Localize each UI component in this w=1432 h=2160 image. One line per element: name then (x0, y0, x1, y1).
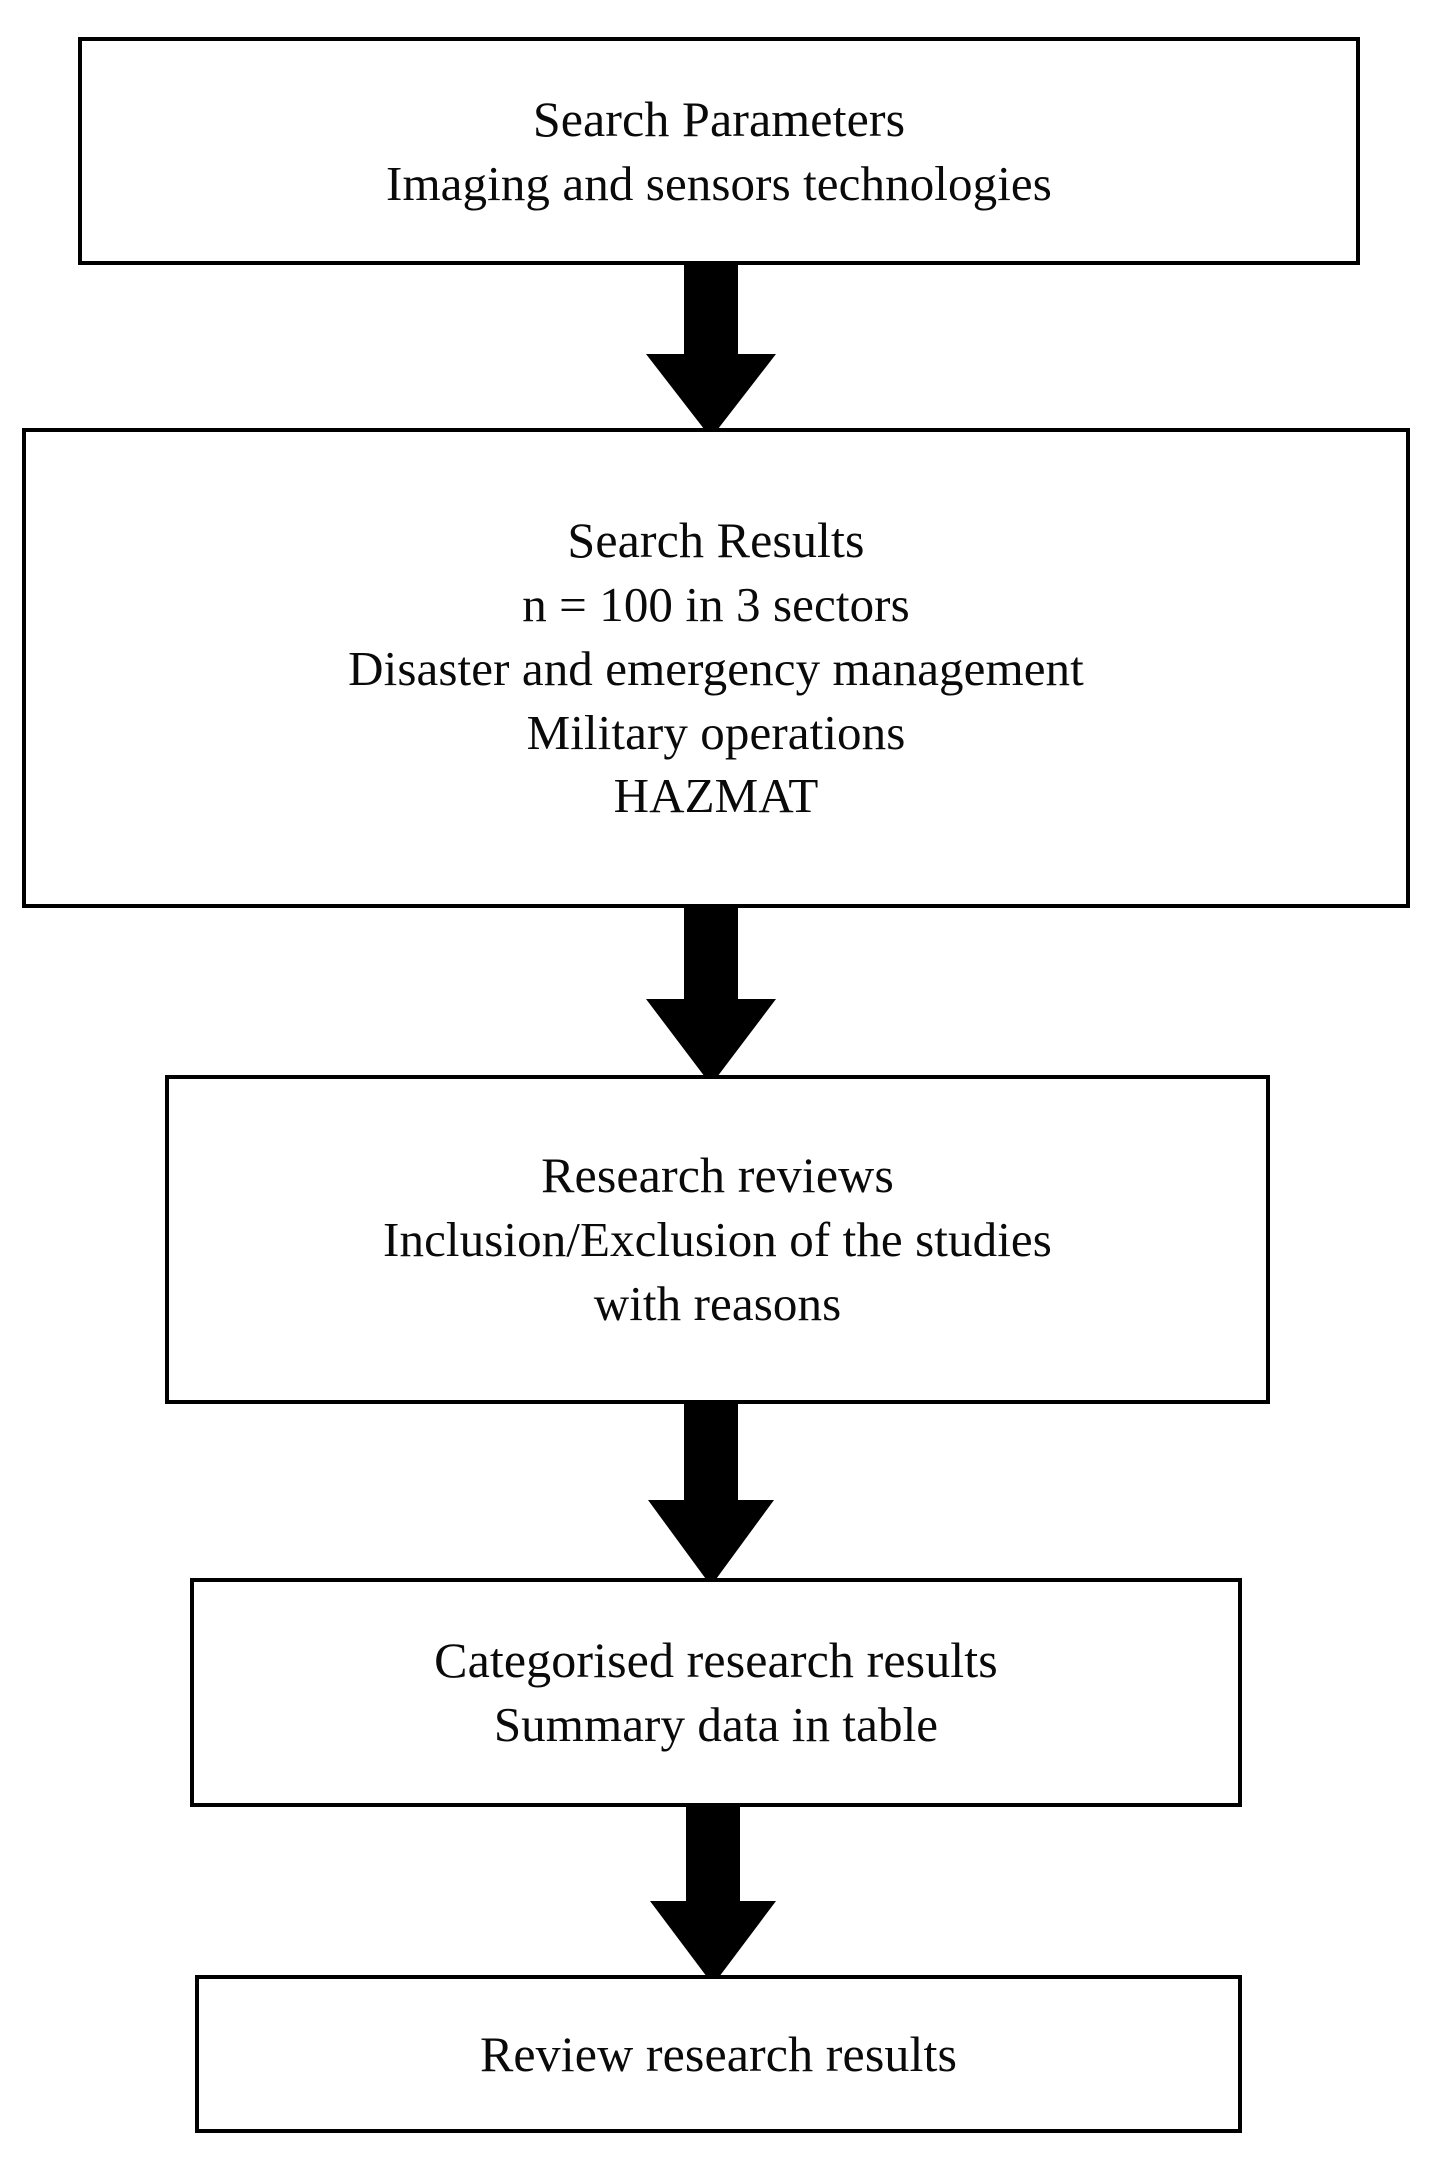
flowchart-node-search-results: Search Results n = 100 in 3 sectors Disa… (22, 428, 1410, 908)
down-block-arrow-icon (646, 258, 776, 438)
node-detail-line: Summary data in table (493, 1697, 939, 1753)
flowchart-node-search-parameters: Search Parameters Imaging and sensors te… (78, 37, 1360, 265)
node-detail-line: Imaging and sensors technologies (386, 155, 1052, 211)
down-block-arrow-icon (648, 1396, 774, 1586)
node-detail-line: HAZMAT (613, 768, 819, 824)
node-detail-line: Inclusion/Exclusion of the studies (383, 1212, 1052, 1268)
node-heading: Review research results (479, 2025, 958, 2082)
node-detail-line: with reasons (593, 1276, 842, 1331)
down-block-arrow-icon (646, 900, 776, 1085)
flowchart-node-review-results: Review research results (195, 1975, 1242, 2133)
node-detail-line: n = 100 in 3 sectors (522, 577, 910, 633)
node-detail-line: Military operations (526, 704, 906, 760)
down-block-arrow-icon (650, 1800, 776, 1985)
flowchart-node-research-reviews: Research reviews Inclusion/Exclusion of … (165, 1075, 1270, 1404)
node-heading: Search Results (567, 512, 865, 569)
node-detail-line: Disaster and emergency management (348, 640, 1084, 696)
node-heading: Categorised research results (434, 1632, 998, 1689)
node-heading: Research reviews (541, 1147, 894, 1204)
node-heading: Search Parameters (532, 90, 906, 147)
flowchart-node-categorised-results: Categorised research results Summary dat… (190, 1578, 1242, 1807)
